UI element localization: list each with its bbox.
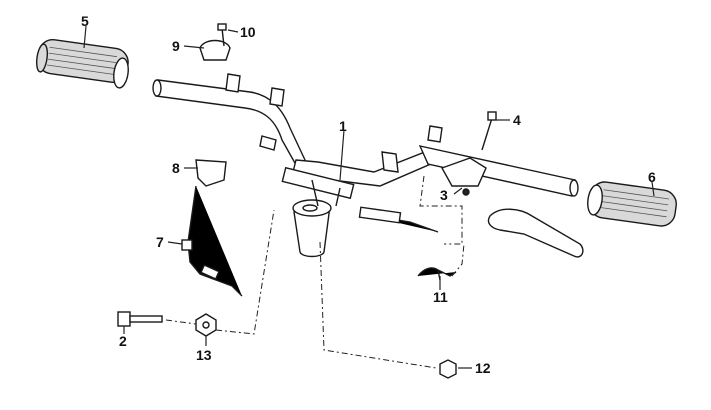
callout-1: 1: [339, 118, 347, 134]
right-grip: [587, 181, 677, 227]
part-2-bolt: [117, 311, 163, 327]
callout-10: 10: [240, 24, 256, 40]
callout-3: 3: [440, 187, 448, 203]
left-grip: [35, 39, 129, 89]
part-9-clamp: [199, 39, 231, 61]
part-10-screw: [217, 23, 227, 47]
handlebar-tube: [152, 79, 579, 258]
leader-lines: [83, 25, 655, 369]
part-7-cable: [181, 185, 243, 297]
callout-5: 5: [81, 13, 89, 29]
callout-9: 9: [172, 38, 180, 54]
callout-12: 12: [475, 360, 491, 376]
callout-2: 2: [119, 333, 127, 349]
callout-7: 7: [156, 234, 164, 250]
callout-11: 11: [433, 289, 448, 305]
part-13-nut: [195, 313, 217, 337]
assembly-lines: [165, 175, 465, 369]
part-11-clip: [417, 267, 457, 281]
part-3-switch-clamp: [440, 157, 487, 196]
callout-labels: 5 1 3 4 6 7 8 9 10 11 12 2 13: [81, 13, 656, 376]
callout-13: 13: [196, 347, 212, 363]
callout-4: 4: [513, 112, 521, 128]
part-12-nut: [439, 359, 457, 379]
callout-8: 8: [172, 160, 180, 176]
part-4-screw: [481, 111, 497, 151]
part-8-bracket: [195, 159, 227, 187]
bar-tabs: [225, 73, 443, 173]
callout-6: 6: [648, 169, 656, 185]
throttle-cable: [358, 206, 439, 233]
brake-lever: [487, 208, 584, 258]
